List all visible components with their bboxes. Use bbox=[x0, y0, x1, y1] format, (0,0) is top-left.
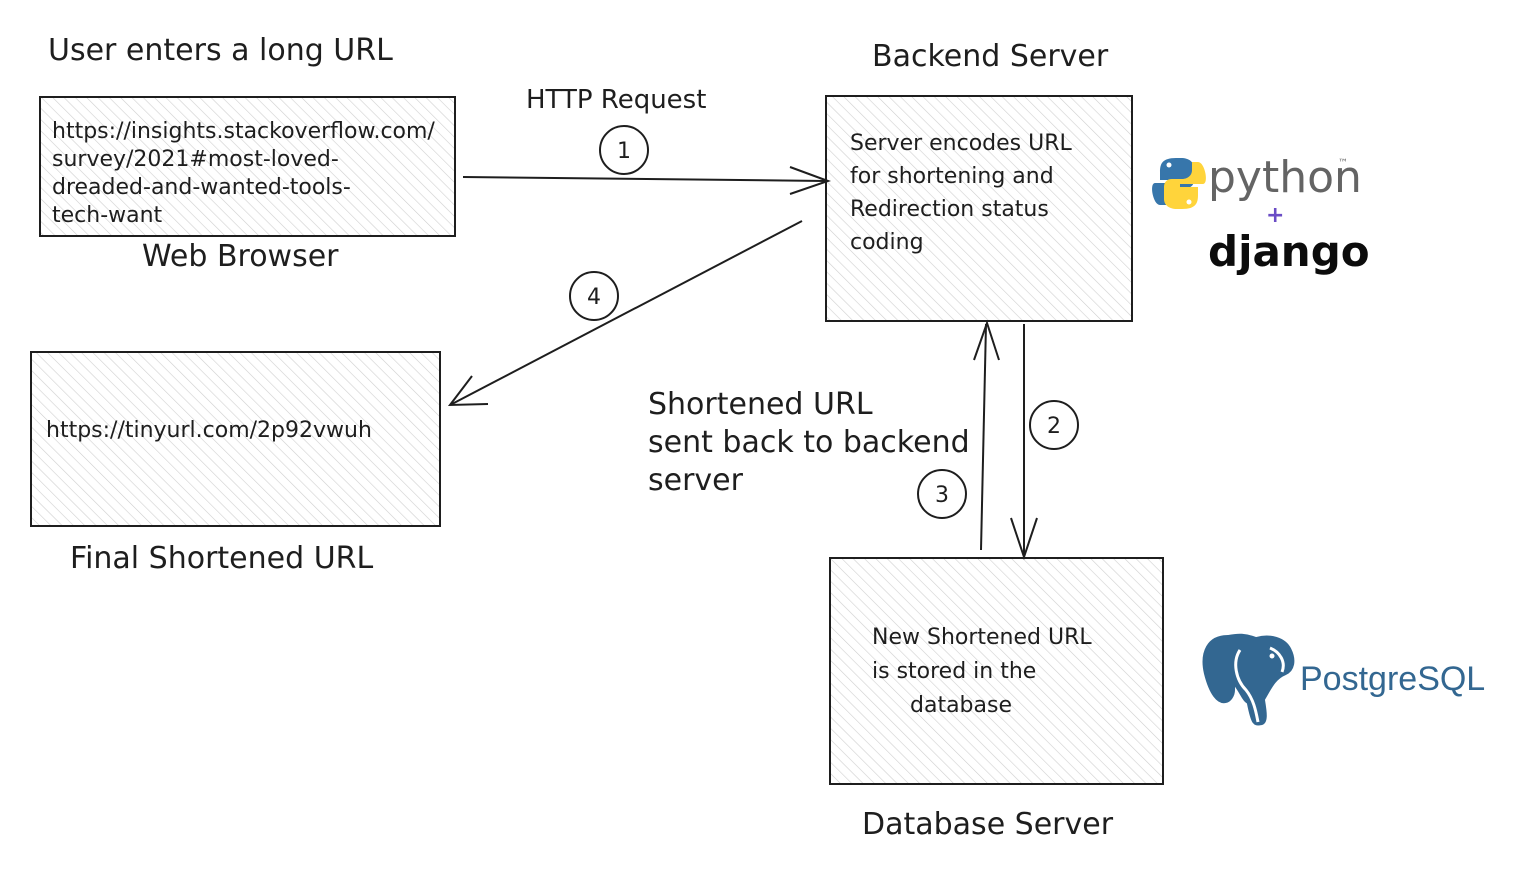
arrow-store bbox=[1010, 324, 1038, 561]
backend-line-4: coding bbox=[850, 230, 924, 255]
python-snake-icon bbox=[1152, 158, 1206, 209]
elephant-icon bbox=[1200, 631, 1297, 728]
svg-text:1: 1 bbox=[617, 139, 631, 164]
plus-sign: + bbox=[1266, 203, 1284, 228]
long-url-box: https://insights.stackoverflow.com/ surv… bbox=[39, 96, 456, 237]
postgres-wordmark: PostgreSQL bbox=[1300, 660, 1485, 698]
step-4-badge: 4 bbox=[569, 271, 619, 321]
database-box: New Shortened URL is stored in the datab… bbox=[829, 557, 1164, 785]
step-2-badge: 2 bbox=[1029, 400, 1079, 450]
short-url-box: https://tinyurl.com/2p92vwuh bbox=[30, 351, 441, 527]
database-line-1: New Shortened URL bbox=[872, 625, 1092, 650]
postgresql-logo: PostgreSQL bbox=[1200, 631, 1485, 728]
annotation-line-1: Shortened URL bbox=[648, 387, 873, 422]
backend-line-1: Server encodes URL bbox=[850, 131, 1073, 156]
database-server-label: Database Server bbox=[862, 807, 1114, 842]
backend-line-3: Redirection status bbox=[850, 197, 1049, 222]
svg-text:3: 3 bbox=[935, 483, 949, 508]
arrow-request bbox=[462, 166, 831, 195]
backend-server-label: Backend Server bbox=[872, 39, 1109, 74]
long-url-line-3: dreaded-and-wanted-tools- bbox=[52, 175, 351, 200]
long-url-line-4: tech-want bbox=[52, 203, 163, 228]
svg-text:2: 2 bbox=[1047, 414, 1061, 439]
annotation-line-3: server bbox=[648, 463, 744, 498]
long-url-line-2: survey/2021#most-loved- bbox=[52, 147, 339, 172]
arrow-return bbox=[973, 319, 1000, 551]
backend-line-2: for shortening and bbox=[850, 164, 1054, 189]
database-line-3: database bbox=[910, 693, 1012, 718]
python-tm: ™ bbox=[1338, 158, 1348, 169]
python-wordmark: python bbox=[1208, 152, 1362, 203]
annotation-line-2: sent back to backend bbox=[648, 425, 970, 460]
step-3-badge: 3 bbox=[917, 469, 967, 519]
step-1-badge: 1 bbox=[599, 125, 649, 175]
final-shortened-label: Final Shortened URL bbox=[70, 541, 373, 576]
arrow-response bbox=[447, 220, 803, 407]
short-url-text: https://tinyurl.com/2p92vwuh bbox=[46, 418, 372, 443]
http-request-label: HTTP Request bbox=[526, 85, 706, 115]
django-logo: django bbox=[1208, 227, 1370, 276]
long-url-line-1: https://insights.stackoverflow.com/ bbox=[52, 119, 435, 144]
database-line-2: is stored in the bbox=[872, 659, 1036, 684]
svg-text:4: 4 bbox=[587, 285, 601, 310]
backend-box: Server encodes URL for shortening and Re… bbox=[825, 95, 1133, 322]
python-logo: python ™ bbox=[1152, 152, 1362, 209]
web-browser-label: Web Browser bbox=[142, 239, 339, 274]
user-enters-label: User enters a long URL bbox=[48, 33, 393, 68]
